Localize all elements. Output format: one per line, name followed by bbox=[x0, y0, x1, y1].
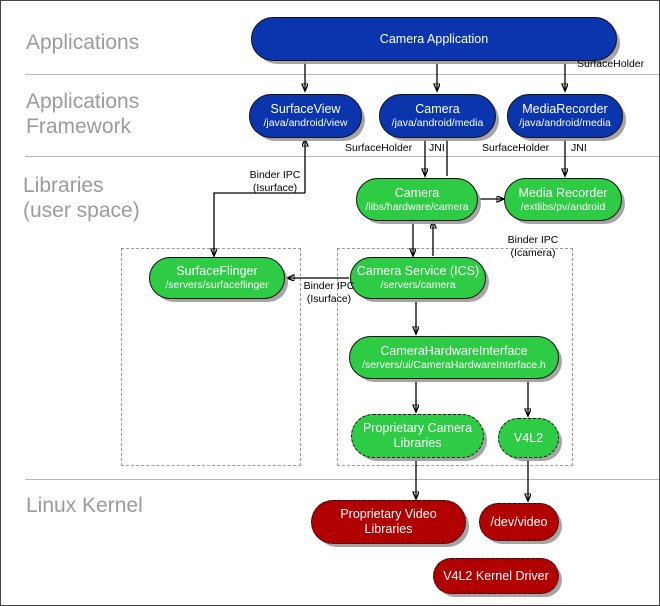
node-surfaceview[interactable]: SurfaceView /java/android/view bbox=[249, 94, 362, 138]
node-subtitle: /extlibs/pv/android bbox=[520, 200, 606, 213]
node-title: V4L2 Kernel Driver bbox=[443, 568, 549, 583]
layer-label-linux-kernel: Linux Kernel bbox=[26, 494, 143, 517]
node-subtitle: /libs/hardware/camera bbox=[365, 200, 469, 213]
node-media-recorder-native[interactable]: Media Recorder /extlibs/pv/android bbox=[504, 178, 622, 221]
node-subtitle: /servers/camera bbox=[380, 279, 456, 291]
node-title: SurfaceView bbox=[270, 102, 341, 116]
node-dev-video[interactable]: /dev/video bbox=[479, 503, 559, 541]
node-subtitle: /java/android/media bbox=[391, 117, 484, 129]
node-camera-hardware-interface[interactable]: CameraHardwareInterface /servers/ui/Came… bbox=[349, 336, 559, 379]
node-title: /dev/video bbox=[490, 514, 548, 529]
edge-label-binder-ipc-icamera: Binder IPC (Icamera) bbox=[507, 234, 559, 259]
edge-label-jni-mediarecorder: JNI bbox=[571, 142, 587, 154]
node-v4l2[interactable]: V4L2 bbox=[498, 418, 559, 458]
node-title: CameraHardwareInterface bbox=[380, 343, 528, 358]
node-proprietary-camera-libraries[interactable]: Proprietary Camera Libraries bbox=[351, 414, 484, 458]
node-subtitle: Libraries bbox=[364, 522, 413, 536]
divider-kernel bbox=[25, 479, 659, 480]
node-title: Camera bbox=[394, 185, 440, 200]
node-title: Camera bbox=[415, 102, 460, 116]
node-v4l2-kernel-driver[interactable]: V4L2 Kernel Driver bbox=[433, 558, 559, 594]
node-title: Proprietary Camera bbox=[362, 421, 473, 435]
layer-label-applications: Applications bbox=[26, 31, 140, 54]
node-title: V4L2 bbox=[513, 430, 544, 445]
node-subtitle: Libraries bbox=[393, 436, 442, 450]
edge-label-surfaceholder-mediarecorder: SurfaceHolder bbox=[482, 142, 550, 154]
node-camera-application[interactable]: Camera Application bbox=[251, 17, 617, 61]
edge-label-surfaceholder-app: SurfaceHolder bbox=[577, 58, 645, 70]
node-title: Camera Application bbox=[379, 31, 489, 46]
node-mediarecorder-java[interactable]: MediaRecorder /java/android/media bbox=[507, 94, 623, 138]
camera-service-group bbox=[337, 248, 573, 466]
edge-label-binder-ipc-isurface-top: Binder IPC (Isurface) bbox=[249, 169, 301, 194]
node-subtitle: /java/android/view bbox=[263, 117, 348, 129]
node-subtitle: /servers/surfaceflinger bbox=[165, 279, 269, 291]
node-title: Proprietary Video bbox=[340, 507, 437, 521]
node-camera-native[interactable]: Camera /libs/hardware/camera bbox=[356, 178, 478, 221]
node-title: Camera Service (ICS) bbox=[356, 264, 480, 278]
edge-label-surfaceholder-camera: SurfaceHolder bbox=[345, 142, 413, 154]
node-camera-service[interactable]: Camera Service (ICS) /servers/camera bbox=[350, 257, 486, 299]
node-surfaceflinger[interactable]: SurfaceFlinger /servers/surfaceflinger bbox=[149, 257, 285, 299]
node-camera-java[interactable]: Camera /java/android/media bbox=[379, 94, 496, 138]
node-proprietary-video-libraries[interactable]: Proprietary Video Libraries bbox=[311, 500, 466, 544]
surfaceflinger-group bbox=[121, 248, 301, 466]
node-subtitle: /servers/ui/CameraHardwareInterface.h bbox=[362, 358, 546, 371]
node-subtitle: /java/android/media bbox=[519, 117, 611, 129]
node-title: MediaRecorder bbox=[522, 102, 608, 116]
layer-label-libraries: Libraries (user space) bbox=[23, 174, 140, 222]
divider-applications bbox=[25, 74, 659, 75]
node-title: SurfaceFlinger bbox=[176, 264, 258, 278]
divider-framework bbox=[25, 156, 659, 157]
edge-label-binder-ipc-isurface-service: Binder IPC (Isurface) bbox=[303, 280, 355, 305]
edge-label-jni-camera: JNI bbox=[429, 142, 445, 154]
layer-label-applications-framework: Applications Framework bbox=[26, 90, 140, 138]
node-title: Media Recorder bbox=[518, 185, 608, 200]
